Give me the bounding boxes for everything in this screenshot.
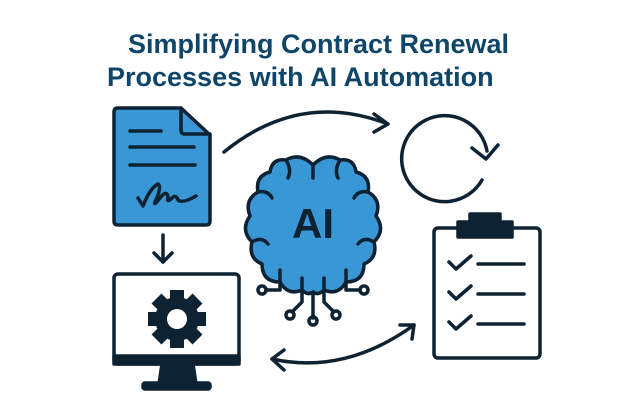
title-line-1: Simplifying Contract Renewal — [128, 29, 510, 59]
title-line-2: Processes with AI Automation — [107, 62, 494, 92]
gear-icon — [148, 290, 206, 348]
curved-arrow-icon — [222, 110, 390, 154]
brain-ai-icon — [243, 155, 383, 327]
clipboard-checklist-icon — [432, 212, 542, 360]
arrow-down-icon — [152, 233, 174, 264]
document-signature-icon — [112, 106, 212, 227]
refresh-cycle-icon — [399, 113, 500, 204]
double-arrow-icon — [270, 323, 416, 372]
brain-label: AI — [292, 200, 334, 247]
monitor-gear-icon — [112, 272, 241, 391]
